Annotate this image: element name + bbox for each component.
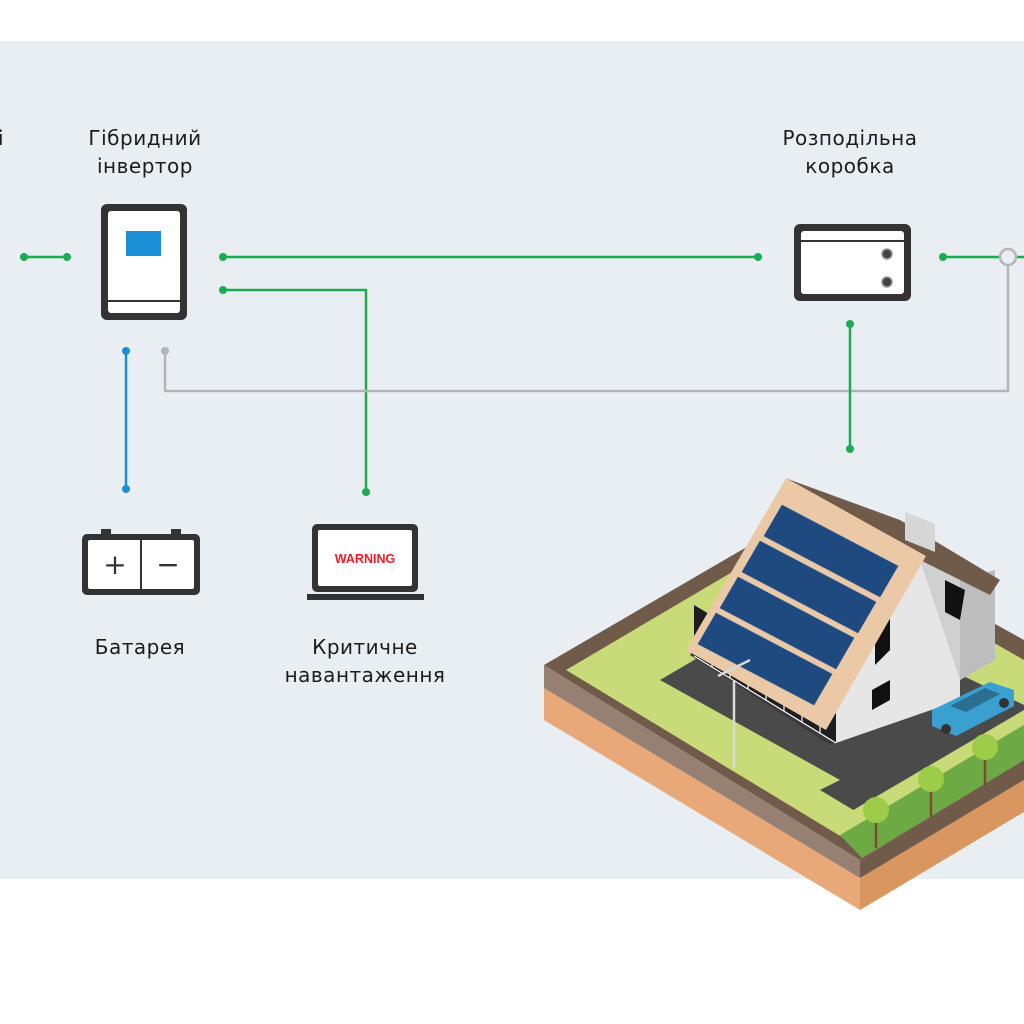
battery-minus-sign: −	[156, 548, 179, 581]
solar-panel-row	[697, 612, 833, 706]
house-window	[945, 580, 965, 620]
wire-inverter-to-critical-load	[219, 286, 370, 496]
ground-soil-right	[860, 780, 1024, 910]
inverter-label: Гібридний інвертор	[60, 124, 230, 180]
chimney	[905, 512, 935, 552]
battery-label: Батарея	[94, 635, 186, 659]
solar-panels	[697, 504, 899, 706]
house-wall	[836, 560, 960, 743]
solar-panel-row	[763, 504, 899, 598]
battery-icon: + −	[82, 529, 200, 595]
critical-load-label: Критичне навантаження	[270, 633, 460, 689]
left-cut-label: і	[0, 126, 5, 150]
wire-inverter-to-battery	[122, 347, 130, 493]
distribution-box-label-line-1: Розподільна	[782, 126, 918, 150]
wire-box-to-house	[846, 320, 854, 453]
wire-left-input	[20, 253, 71, 261]
critical-load-label-line-2: навантаження	[284, 663, 446, 687]
tree-icon	[972, 734, 998, 785]
tree-icon	[863, 797, 889, 848]
grid-junction-node	[998, 247, 1018, 267]
warning-text: WARNING	[335, 552, 395, 566]
solar-house-illustration	[544, 478, 1024, 910]
wire-inverter-to-box	[219, 253, 762, 261]
inverter-label-line-1: Гібридний	[88, 126, 202, 150]
car-icon	[932, 682, 1014, 736]
tree-icon	[918, 766, 944, 817]
ground-soil-left	[544, 688, 860, 910]
distribution-box-icon	[794, 224, 911, 301]
distribution-box-label-line-2: коробка	[805, 154, 895, 178]
laptop-warning-icon: WARNING	[307, 524, 424, 600]
solar-panel-row	[741, 540, 877, 634]
critical-load-label-line-1: Критичне	[312, 635, 418, 659]
battery-plus-sign: +	[103, 548, 126, 581]
inverter-screen	[126, 231, 161, 256]
inverter-label-line-2: інвертор	[96, 154, 193, 178]
hybrid-inverter-icon	[101, 204, 187, 320]
solar-panel-row	[719, 576, 855, 670]
wire-box-to-grid	[939, 247, 1024, 267]
distribution-box-label: Розподільна коробка	[760, 124, 940, 180]
wire-grid-feedback	[161, 265, 1010, 393]
house-window	[872, 680, 890, 710]
rear-roof	[785, 478, 1000, 595]
